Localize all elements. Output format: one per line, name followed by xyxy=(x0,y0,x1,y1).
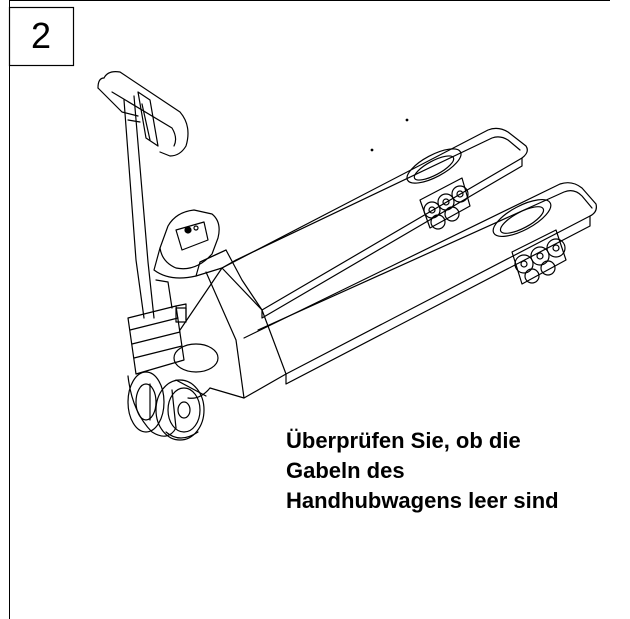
right-fork-roller-window xyxy=(492,199,552,237)
left-fork xyxy=(221,127,528,319)
detail-dot xyxy=(405,118,409,122)
left-fork-load-rollers xyxy=(419,177,471,230)
right-fork-load-rollers xyxy=(511,229,567,285)
instruction-caption: Überprüfen Sie, ob die Gabeln des Handhu… xyxy=(286,426,626,516)
detail-dot xyxy=(370,148,374,152)
chassis xyxy=(173,249,287,399)
tiller-handle xyxy=(97,71,189,319)
scale-display-head xyxy=(153,209,227,279)
steering-wheels xyxy=(127,371,207,441)
step-number: 2 xyxy=(30,15,52,56)
right-fork xyxy=(243,182,597,385)
caption-line-3: Handhubwagens leer sind xyxy=(286,488,559,513)
step-number-box xyxy=(8,6,75,67)
hydraulic-pump xyxy=(127,279,187,375)
caption-line-2: Gabeln des xyxy=(286,458,405,483)
caption-line-1: Überprüfen Sie, ob die xyxy=(286,428,521,453)
left-fork-roller-window xyxy=(406,148,462,184)
